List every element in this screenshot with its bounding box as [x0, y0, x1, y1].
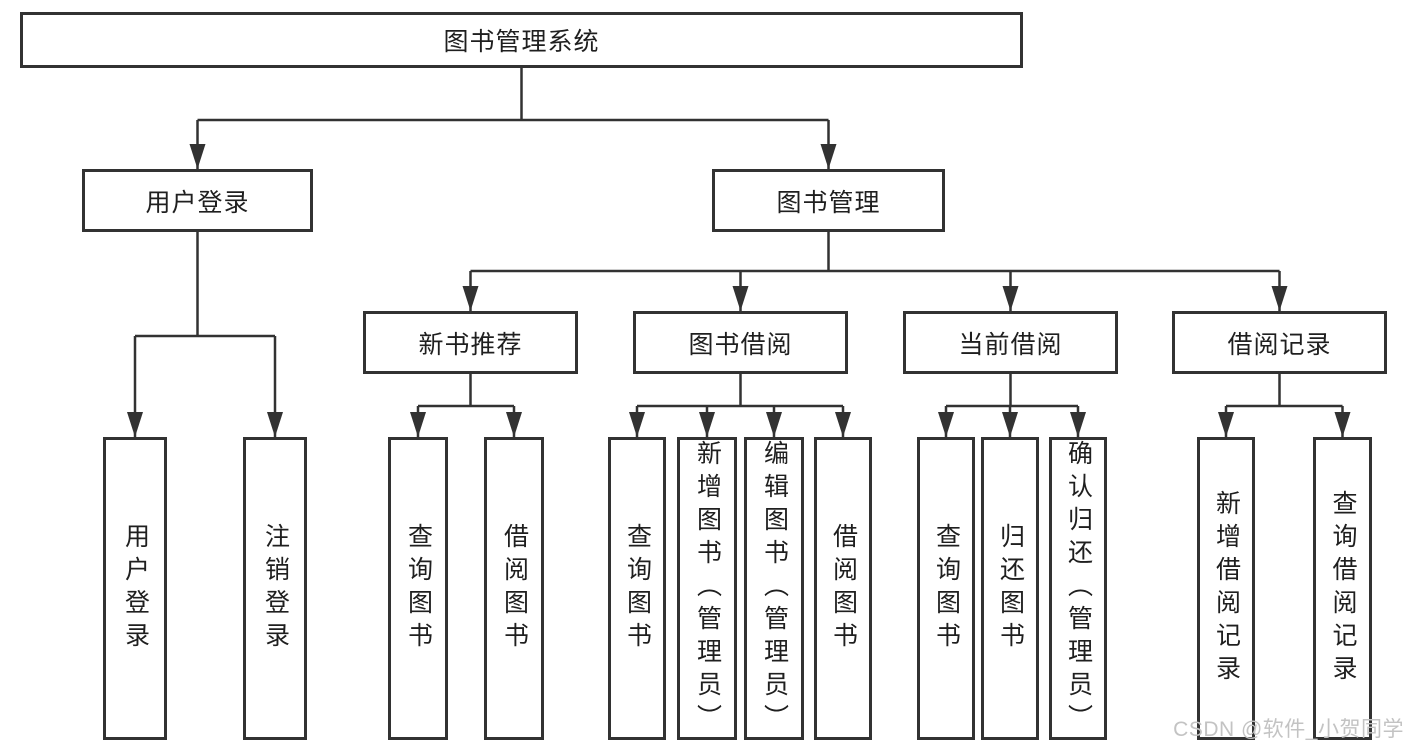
node-book-management: 图书管理: [712, 169, 945, 232]
arrowhead: [820, 144, 837, 169]
connector-borrowing-records-to-leaves: [1224, 374, 1344, 437]
arrowhead: [1002, 286, 1019, 311]
arrowhead: [462, 286, 479, 311]
leaf-br-add-record: 新增借阅记录: [1197, 437, 1255, 740]
node-current-borrowing: 当前借阅: [903, 311, 1118, 374]
leaf-bb-query-books: 查询图书: [608, 437, 666, 740]
leaf-bb-add-books-admin: 新增图书（管理员）: [677, 437, 737, 740]
leaf-bb-borrow-books: 借阅图书: [814, 437, 872, 740]
arrowhead: [1271, 286, 1288, 311]
arrowhead: [938, 412, 954, 437]
arrowhead: [410, 412, 426, 437]
connector-new-book-recommend-to-leaves: [416, 374, 516, 437]
leaf-user-login: 用户登录: [103, 437, 167, 740]
arrowhead: [189, 144, 206, 169]
arrowhead: [732, 286, 749, 311]
leaf-cb-return-books: 归还图书: [981, 437, 1039, 740]
arrowhead: [1218, 412, 1234, 437]
arrowhead: [766, 412, 782, 437]
leaf-bb-edit-books-admin: 编辑图书（管理员）: [744, 437, 804, 740]
connector-root-to-level1: [196, 68, 830, 169]
leaf-nbr-query-books: 查询图书: [388, 437, 448, 740]
node-user-login: 用户登录: [82, 169, 313, 232]
arrowhead: [1070, 412, 1086, 437]
connector-book-management-to-level2: [469, 232, 1281, 311]
arrowhead: [1334, 412, 1351, 437]
connector-user-login-to-leaves: [133, 232, 277, 437]
node-book-borrowing: 图书借阅: [633, 311, 848, 374]
arrowhead: [699, 412, 715, 437]
node-book-management-system: 图书管理系统: [20, 12, 1023, 68]
leaf-br-query-record: 查询借阅记录: [1313, 437, 1372, 740]
arrowhead: [506, 412, 522, 437]
node-borrowing-records: 借阅记录: [1172, 311, 1387, 374]
arrowhead: [629, 412, 645, 437]
csdn-watermark: CSDN @软件_小贺同学: [1173, 718, 1404, 741]
arrowhead: [127, 412, 143, 437]
leaf-cb-confirm-return-admin: 确认归还（管理员）: [1049, 437, 1107, 740]
leaf-nbr-borrow-books: 借阅图书: [484, 437, 544, 740]
node-new-book-recommend: 新书推荐: [363, 311, 578, 374]
leaf-logout-login: 注销登录: [243, 437, 307, 740]
connector-book-borrowing-to-leaves: [635, 374, 845, 437]
leaf-cb-query-books: 查询图书: [917, 437, 975, 740]
arrowhead: [835, 412, 851, 437]
arrowhead: [1002, 412, 1018, 437]
arrowhead: [267, 412, 283, 437]
